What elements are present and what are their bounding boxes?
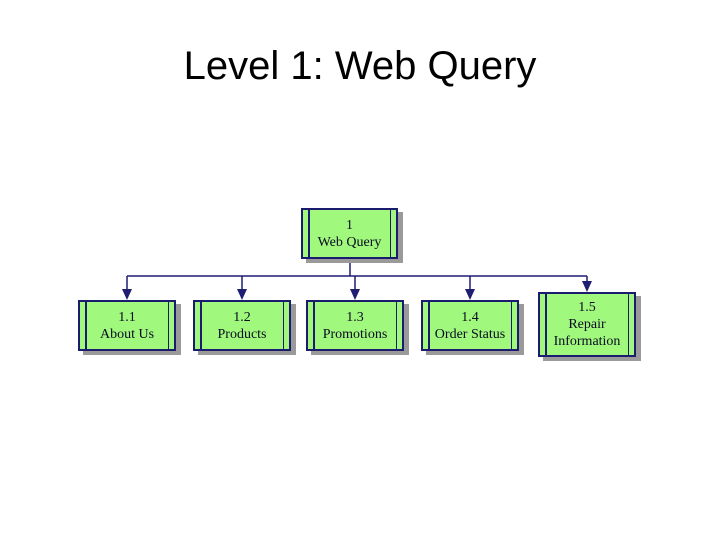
node-label: About Us [99, 326, 155, 342]
arrowhead-4 [465, 289, 475, 300]
diagram-node-repair-information: 1.5 Repair Information [538, 292, 636, 357]
node-label: Order Status [434, 326, 506, 342]
arrowhead-2 [237, 289, 247, 300]
slide-title: Level 1: Web Query [183, 44, 537, 88]
node-label: Promotions [322, 326, 388, 342]
node-label: Products [217, 326, 267, 342]
diagram-node-order-status: 1.4 Order Status [421, 300, 519, 351]
arrowhead-1 [122, 289, 132, 300]
diagram-node-products: 1.2 Products [193, 300, 291, 351]
diagram-node-promotions: 1.3 Promotions [306, 300, 404, 351]
diagram-node-about-us: 1.1 About Us [78, 300, 176, 351]
node-number: 1.2 [233, 309, 251, 325]
arrowhead-3 [350, 289, 360, 300]
node-number: 1.3 [346, 309, 364, 325]
node-number: 1.5 [578, 300, 596, 315]
arrowhead-5 [582, 281, 592, 292]
node-number: 1.1 [118, 309, 136, 325]
diagram-node-web-query: 1 Web Query [301, 208, 398, 259]
node-label: Web Query [317, 234, 382, 250]
node-number: 1 [346, 217, 353, 233]
node-label: Repair Information [553, 317, 621, 349]
node-number: 1.4 [461, 309, 479, 325]
